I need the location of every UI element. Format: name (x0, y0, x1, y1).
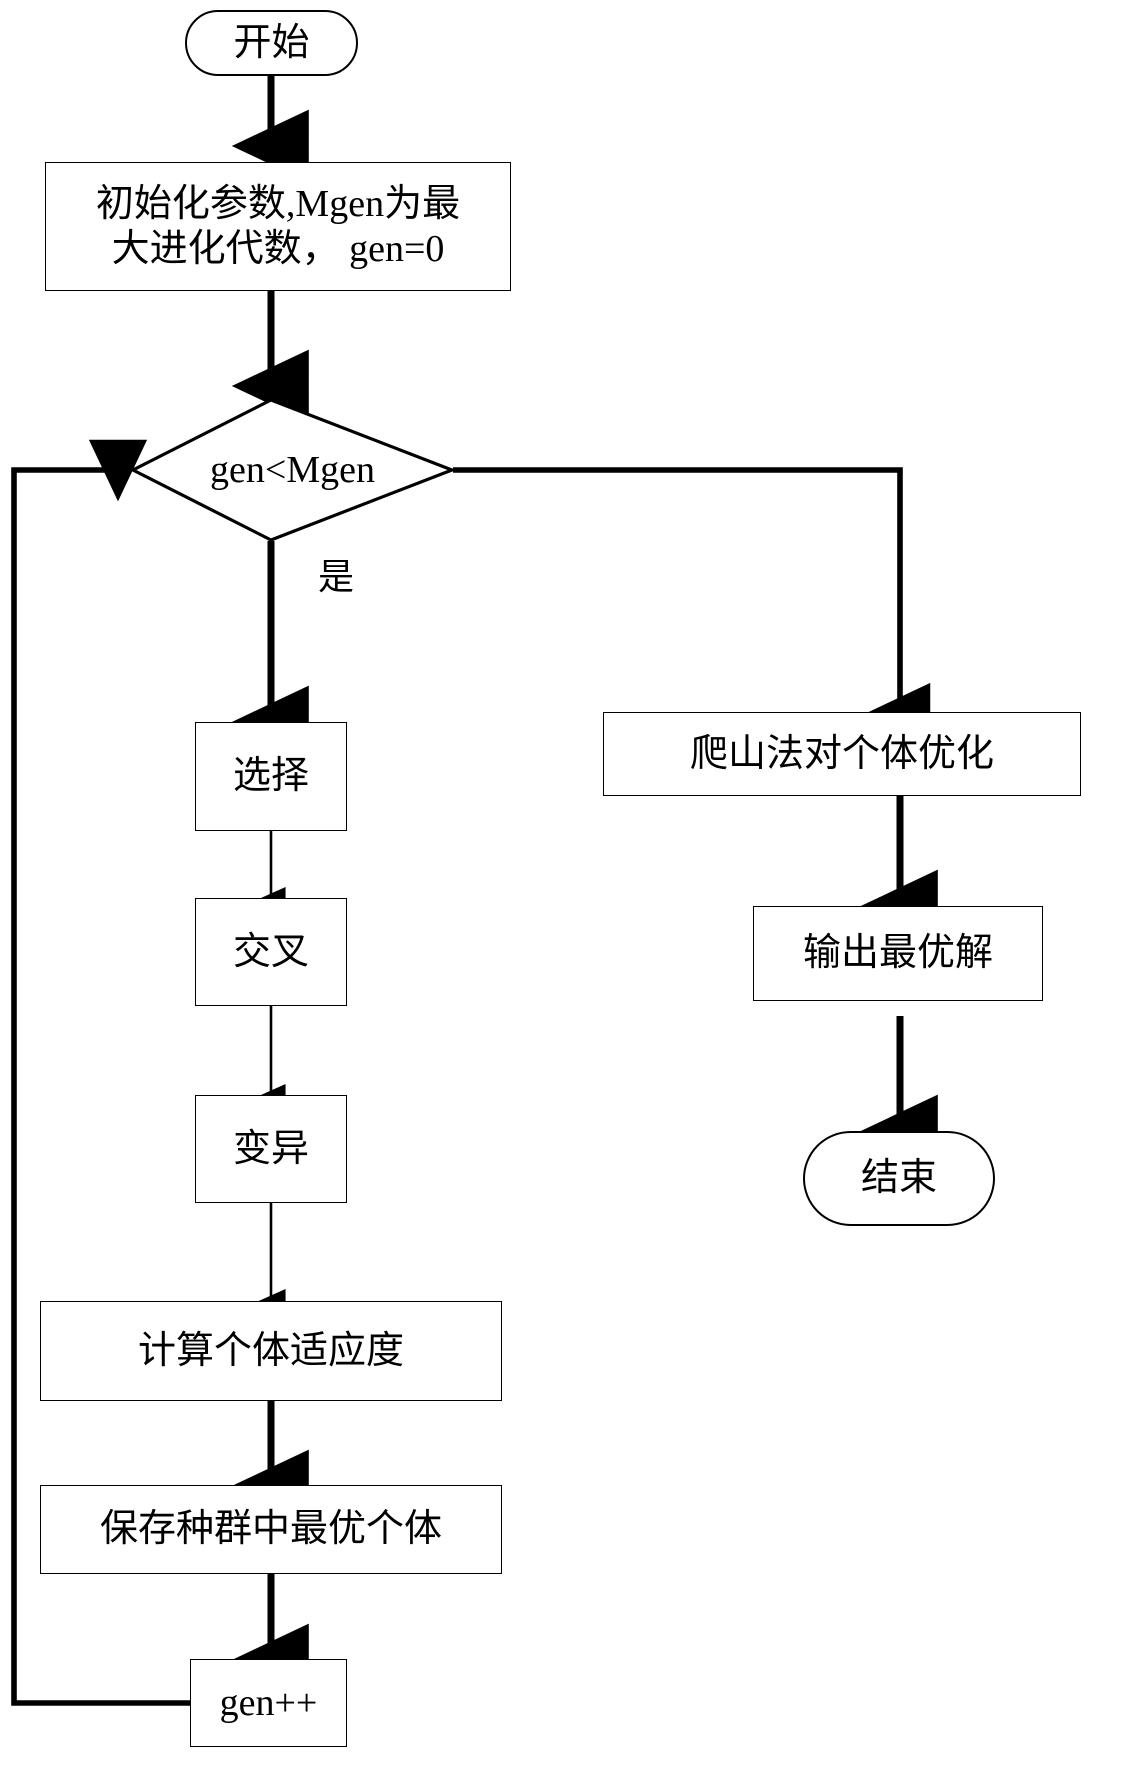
node-initialize-label-line1: 初始化参数,Mgen为最 (95, 182, 461, 225)
node-initialize[interactable]: 初始化参数,Mgen为最 大进化代数， gen=0 (45, 162, 511, 291)
node-calc-fitness-label: 计算个体适应度 (137, 1329, 404, 1372)
node-crossover-label: 交叉 (232, 930, 309, 973)
node-hill-climb-optimize[interactable]: 爬山法对个体优化 (603, 712, 1081, 796)
node-increment-gen-label: gen++ (219, 1681, 318, 1724)
decision-diamond-shape (129, 398, 457, 542)
node-calc-fitness[interactable]: 计算个体适应度 (40, 1301, 502, 1401)
node-mutation[interactable]: 变异 (195, 1095, 347, 1203)
node-selection-label: 选择 (232, 755, 309, 798)
edge-label-yes: 是 (318, 548, 354, 600)
node-initialize-label-line2: 大进化代数， gen=0 (111, 227, 445, 270)
node-save-best-individual-label: 保存种群中最优个体 (99, 1508, 442, 1551)
node-mutation-label: 变异 (232, 1127, 309, 1170)
node-increment-gen[interactable]: gen++ (190, 1659, 347, 1747)
edge-increment-loopback-to-decision (11, 439, 190, 1706)
node-crossover[interactable]: 交叉 (195, 898, 347, 1006)
node-save-best-individual[interactable]: 保存种群中最优个体 (40, 1485, 502, 1574)
node-decision-label: gen<Mgen (210, 448, 375, 491)
node-output-best-solution-label: 输出最优解 (802, 932, 993, 975)
node-selection[interactable]: 选择 (195, 722, 347, 831)
edge-decision-no-to-hillclimb (453, 467, 931, 742)
node-start[interactable]: 开始 (185, 10, 358, 76)
node-hill-climb-optimize-label: 爬山法对个体优化 (689, 732, 994, 775)
node-output-best-solution[interactable]: 输出最优解 (753, 906, 1043, 1001)
node-end[interactable]: 结束 (803, 1131, 995, 1226)
node-end-label: 结束 (860, 1157, 937, 1200)
node-decision-gen-lt-mgen[interactable]: gen<Mgen (133, 400, 452, 540)
node-start-label: 开始 (233, 21, 310, 64)
edge-label-yes-text: 是 (318, 557, 355, 597)
